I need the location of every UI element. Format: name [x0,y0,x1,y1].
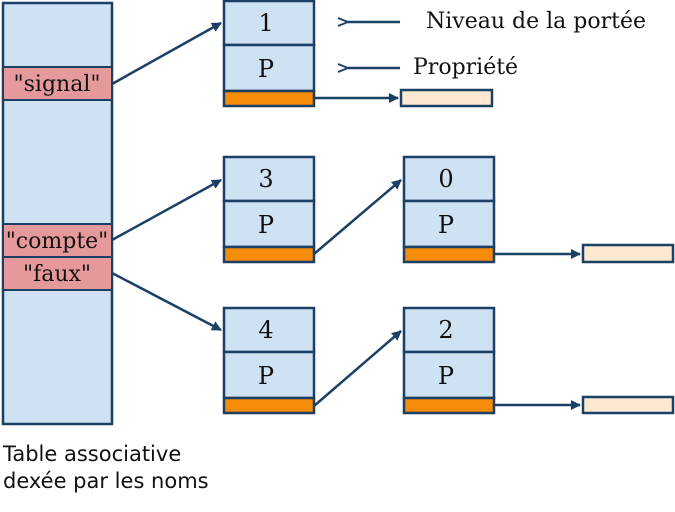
node-next-pointer [222,245,316,264]
arrow-signal-to-node [111,21,222,86]
node-compte-3: 3 P [222,155,316,264]
node-level: 2 [438,316,453,344]
node-next-pointer [222,396,316,415]
node-prop-cell [222,199,316,249]
node-faux-2: 2 P [402,306,496,415]
arrow-compte-to-node [111,178,222,242]
node-level-cell [222,306,316,354]
node-level: 1 [258,9,273,37]
node-level: 4 [258,316,273,344]
arrow-node4-to-node2 [313,330,402,407]
table-entry-compte: "compte" [6,229,109,254]
node-prop: P [438,211,454,239]
arrow-faux-to-node [111,271,222,332]
null-terminator [581,395,675,415]
null-terminator [399,88,494,108]
node-next-pointer [402,396,496,415]
arrow-node3-to-node0 [313,179,402,255]
node-level: 0 [438,165,453,193]
node-prop-cell [402,350,496,400]
node-prop: P [258,362,274,390]
node-prop-cell [222,350,316,400]
node-level: 3 [258,165,273,193]
table-entry-signal: "signal" [14,72,101,97]
legend-scope-label: Niveau de la portée [426,9,646,34]
hash-table: "signal" "compte" "faux" [1,1,114,426]
node-faux-4: 4 P [222,306,316,415]
node-prop: P [438,362,454,390]
node-next-pointer [222,89,316,108]
node-prop-cell [402,199,496,249]
node-compte-0: 0 P [402,155,496,264]
node-signal-1: 1 P [222,0,316,108]
table-caption-line1: Table associative [2,442,181,466]
node-prop-cell [222,43,316,93]
node-next-pointer [402,245,496,264]
table-entry-faux: "faux" [23,262,91,287]
null-terminator [581,243,675,264]
table-caption-line2: dexée par les noms [3,469,209,493]
legend-property-label: Propriété [413,55,518,80]
table-entry-signal-cell [2,66,113,101]
node-prop: P [258,55,274,83]
node-prop: P [258,211,274,239]
